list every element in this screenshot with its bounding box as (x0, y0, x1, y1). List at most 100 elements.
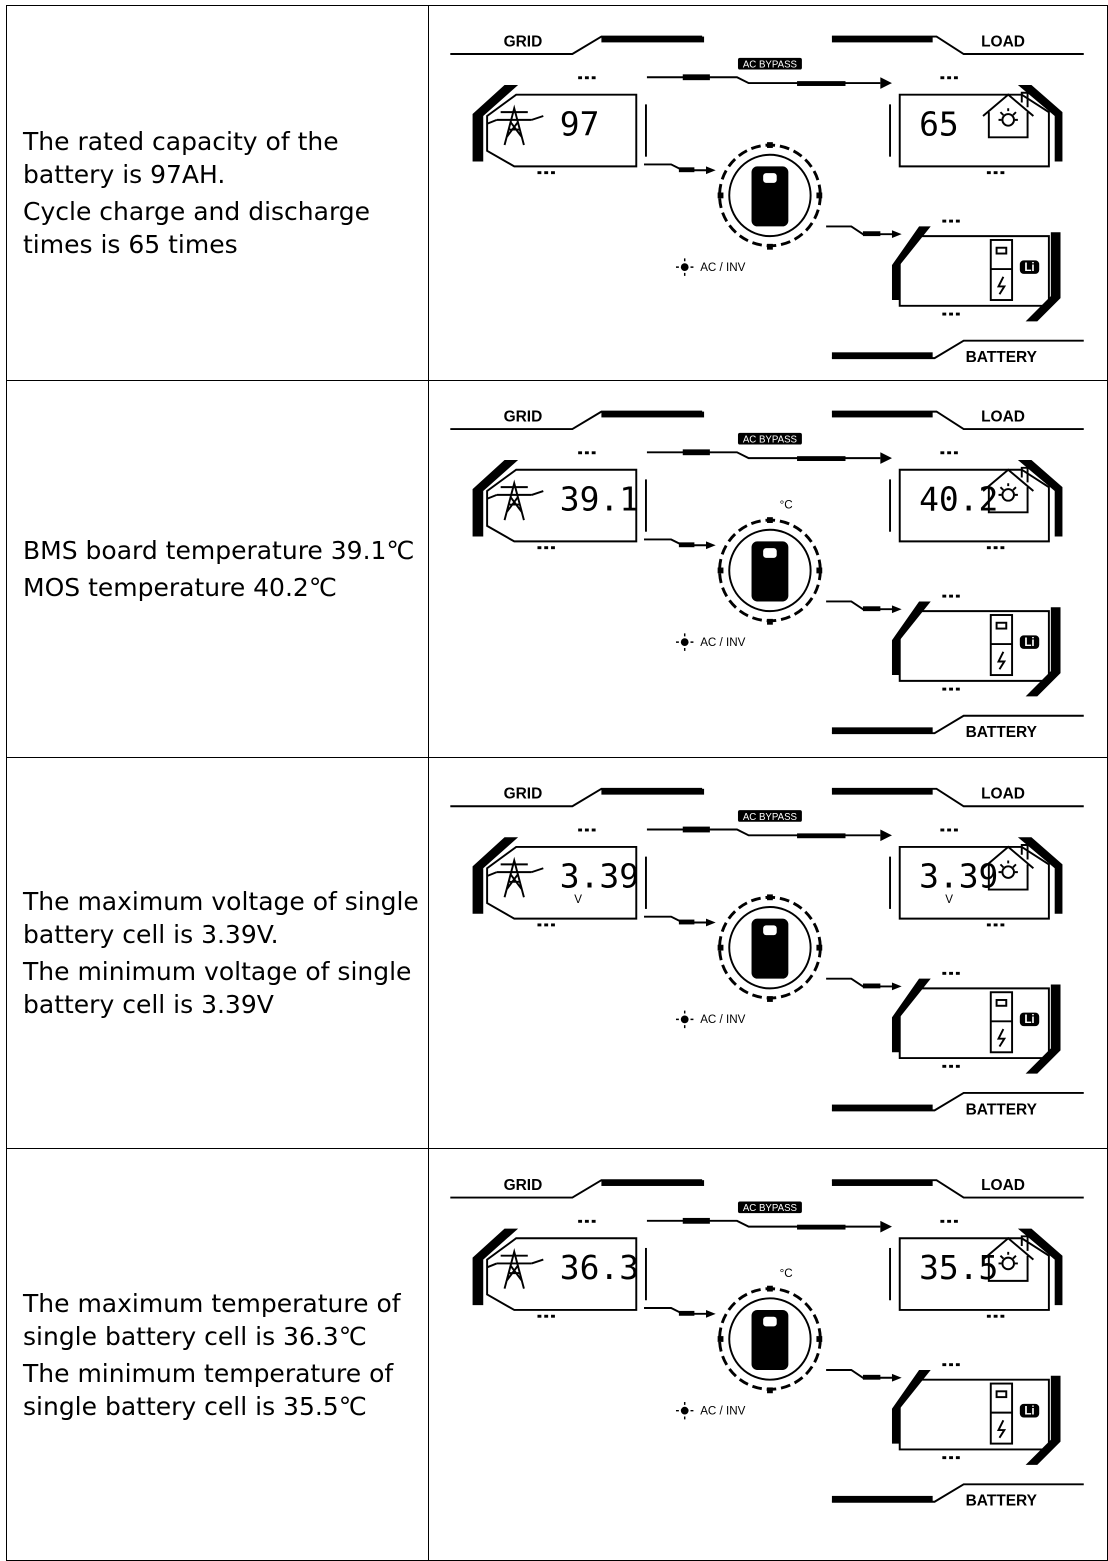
house-outline (982, 845, 1035, 891)
load-lcd-panel (898, 93, 1050, 168)
battery-panel-dots (955, 1456, 960, 1460)
bypass-arrow-segment (797, 81, 846, 86)
load-header-line (831, 1179, 1084, 1199)
inverter-tick (767, 517, 773, 523)
battery-panel-dots (949, 1363, 953, 1367)
battery-bolt (996, 276, 1007, 295)
bypass-arrow-segment (682, 826, 710, 833)
grid-panel-dots (544, 546, 549, 550)
battery-panel-dots (949, 971, 953, 975)
load-panel-dots (993, 546, 998, 550)
battery-panel-corner (891, 226, 931, 301)
battery-cell (995, 246, 1008, 255)
inverter-body (751, 166, 789, 227)
house-chimney (1020, 466, 1029, 483)
bypass-arrow-segment (682, 1217, 710, 1224)
battery-footer-bar (831, 352, 933, 359)
load-panel-dots (986, 546, 991, 550)
battery-cell (995, 621, 1008, 630)
grid-panel-dots (578, 76, 583, 80)
battery-label: BATTERY (966, 349, 1038, 366)
inverter-screen (763, 1316, 777, 1327)
load-lcd-panel (898, 468, 1050, 543)
grid-pylon-icon (486, 104, 544, 146)
description-line: times is 65 times (23, 230, 238, 259)
inverter-tick (717, 944, 724, 951)
battery-panel-dots (955, 1064, 960, 1068)
grid-panel-dots (591, 1219, 596, 1223)
center-temperature-unit: °C (780, 1267, 793, 1280)
battery-panel-dots (949, 687, 953, 691)
inverter-battery-arrow-line (826, 600, 892, 611)
grid-inverter-arrow-segment (678, 542, 695, 548)
bypass-arrow-head (880, 829, 892, 842)
bypass-arrow-head (880, 1220, 892, 1233)
inverter-tick (767, 142, 773, 148)
battery-panel-corner (891, 1369, 931, 1444)
battery-panel-corner-right (1025, 607, 1061, 697)
load-panel-dots (953, 76, 958, 80)
house-outline (982, 93, 1035, 139)
pylon-wires (486, 867, 544, 877)
load-panel-dots (947, 1219, 952, 1223)
inverter-tick (717, 567, 724, 574)
description-line: battery cell is 3.39V. (23, 920, 279, 949)
inverter-tick (767, 996, 773, 1002)
pylon-structure (496, 104, 532, 146)
grid-panel-dots (591, 451, 596, 455)
house-icon (982, 91, 1035, 139)
inverter-battery-arrow-line (826, 977, 892, 988)
load-value: 3.39 (919, 857, 998, 896)
description-line: BMS board temperature 39.1℃ (23, 536, 415, 565)
load-panel-dots (947, 76, 952, 80)
grid-inverter-arrow-line (644, 1307, 707, 1315)
house-bulb-rays (998, 108, 1018, 121)
inverter-inner-ring (728, 528, 812, 613)
inverter-icon (717, 517, 823, 625)
grid-inverter-arrow-head (706, 166, 716, 175)
grid-panel-dots (591, 76, 596, 80)
load-panel-dots (953, 1219, 958, 1223)
li-label: Li (1024, 1013, 1034, 1026)
inverter-tick (816, 567, 823, 574)
load-label: LOAD (981, 786, 1025, 803)
load-panel-dots (940, 451, 945, 455)
battery-panel-dots (955, 219, 960, 223)
load-panel-corner (1017, 460, 1063, 537)
load-panel-dots (993, 1314, 998, 1318)
inverter-battery-arrow-segment (862, 983, 881, 989)
load-value: 65 (919, 104, 959, 143)
grid-header-bar (601, 788, 705, 795)
battery-panel-dots (942, 687, 947, 691)
grid-panel-dots (584, 76, 589, 80)
load-panel-corner (1017, 85, 1063, 162)
grid-pylon-icon (486, 856, 544, 898)
house-outline (982, 1237, 1035, 1282)
battery-panel-dots (942, 594, 947, 598)
inverter-battery-arrow-head (891, 230, 902, 239)
battery-panel-dots (949, 312, 953, 316)
grid-panel-dots (551, 546, 555, 550)
inverter-screen (763, 925, 777, 936)
inverter-tick (717, 192, 724, 199)
load-label: LOAD (981, 33, 1025, 50)
grid-inverter-arrow-line (644, 538, 707, 547)
grid-lcd-panel (486, 845, 638, 920)
grid-panel-dots (584, 1219, 589, 1223)
grid-panel-corner (472, 460, 519, 537)
battery-bolt (996, 651, 1007, 670)
description-line: single battery cell is 35.5℃ (23, 1391, 367, 1421)
inverter-tick (767, 1387, 773, 1394)
load-header-bar (831, 788, 933, 795)
load-header-bar (831, 36, 933, 43)
description-line: battery is 97AH. (23, 160, 226, 189)
